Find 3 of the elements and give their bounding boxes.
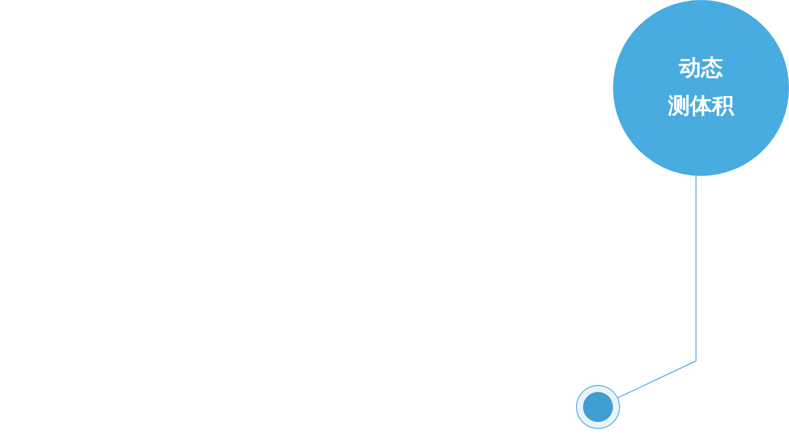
connector-line bbox=[617, 175, 696, 398]
marker-dot bbox=[576, 385, 620, 429]
topic-label: 动态测体积 bbox=[668, 54, 734, 121]
